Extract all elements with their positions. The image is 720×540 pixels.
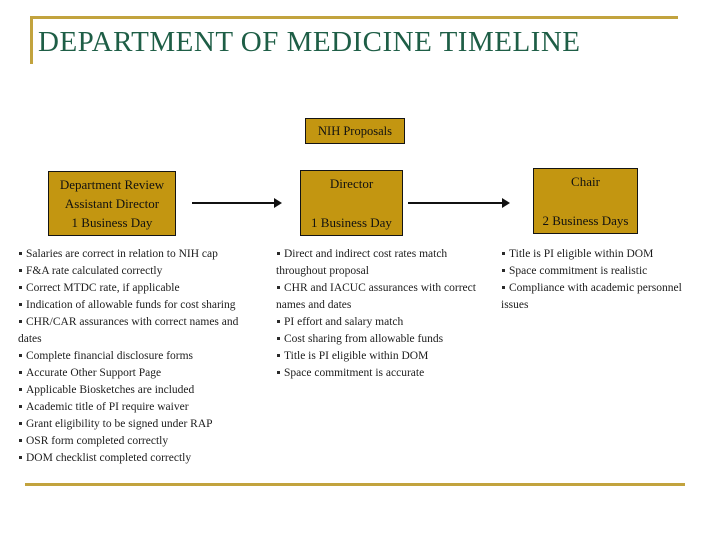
checklist-item: Space commitment is accurate bbox=[276, 365, 478, 382]
bullet-icon bbox=[277, 370, 280, 374]
checklist-item: Title is PI eligible within DOM bbox=[276, 348, 478, 365]
step-duration: 1 Business Day bbox=[71, 215, 153, 230]
flow-step-box-chair: Chair 2 Business Days bbox=[533, 168, 638, 234]
checklist-item: Academic title of PI require waiver bbox=[18, 399, 242, 416]
checklist-item-text: Correct MTDC rate, if applicable bbox=[26, 282, 180, 294]
checklist-item-text: Title is PI eligible within DOM bbox=[284, 350, 429, 362]
bullet-icon bbox=[19, 421, 22, 425]
checklist-item: F&A rate calculated correctly bbox=[18, 263, 242, 280]
bullet-icon bbox=[277, 319, 280, 323]
checklist-item-text: Complete financial disclosure forms bbox=[26, 350, 194, 362]
checklist-item: Cost sharing from allowable funds bbox=[276, 331, 478, 348]
bullet-icon bbox=[277, 285, 280, 289]
checklist-item: PI effort and salary match bbox=[276, 314, 478, 331]
checklist-chair: Title is PI eligible within DOM Space com… bbox=[501, 246, 693, 314]
flow-step-box-department-review: Department Review Assistant Director 1 B… bbox=[48, 171, 176, 236]
bullet-icon bbox=[19, 285, 22, 289]
checklist-item: Accurate Other Support Page bbox=[18, 365, 242, 382]
bullet-icon bbox=[277, 336, 280, 340]
checklist-item-text: Indication of allowable funds for cost s… bbox=[26, 299, 236, 311]
bullet-icon bbox=[502, 268, 505, 272]
checklist-item-text: Academic title of PI require waiver bbox=[26, 401, 189, 413]
checklist-item-text: Salaries are correct in relation to NIH … bbox=[26, 248, 218, 260]
checklist-item-text: Accurate Other Support Page bbox=[26, 367, 162, 379]
checklist-item-text: Space commitment is accurate bbox=[284, 367, 425, 379]
bullet-icon bbox=[19, 268, 22, 272]
checklist-item: Applicable Biosketches are included bbox=[18, 382, 242, 399]
bottom-rule bbox=[25, 483, 685, 486]
bullet-icon bbox=[277, 251, 280, 255]
checklist-item-text: Title is PI eligible within DOM bbox=[509, 248, 654, 260]
checklist-item: Complete financial disclosure forms bbox=[18, 348, 242, 365]
checklist-item-text: F&A rate calculated correctly bbox=[26, 265, 163, 277]
bullet-icon bbox=[19, 455, 22, 459]
flow-arrow-1 bbox=[192, 198, 282, 208]
checklist-item-text: OSR form completed correctly bbox=[26, 435, 169, 447]
flow-start-box: NIH Proposals bbox=[305, 118, 405, 144]
checklist-item: Space commitment is realistic bbox=[501, 263, 693, 280]
checklist-item: Salaries are correct in relation to NIH … bbox=[18, 246, 242, 263]
step-title: Chair bbox=[571, 174, 600, 189]
step-title: Director bbox=[329, 176, 374, 191]
bullet-icon bbox=[19, 353, 22, 357]
bullet-icon bbox=[19, 438, 22, 442]
checklist-item-text: Grant eligibility to be signed under RAP bbox=[26, 418, 213, 430]
bullet-icon bbox=[19, 404, 22, 408]
top-rule bbox=[30, 16, 678, 19]
step-subtitle: Assistant Director bbox=[64, 196, 160, 211]
checklist-item: Compliance with academic personnel issue… bbox=[501, 280, 693, 314]
bullet-icon bbox=[277, 353, 280, 357]
bullet-icon bbox=[502, 285, 505, 289]
checklist-item: OSR form completed correctly bbox=[18, 433, 242, 450]
checklist-item-text: Applicable Biosketches are included bbox=[26, 384, 195, 396]
bullet-icon bbox=[19, 387, 22, 391]
checklist-item: Correct MTDC rate, if applicable bbox=[18, 280, 242, 297]
checklist-item-text: Compliance with academic personnel issue… bbox=[501, 282, 682, 311]
step-duration: 1 Business Day bbox=[311, 215, 392, 230]
checklist-item: Title is PI eligible within DOM bbox=[501, 246, 693, 263]
page-title: DEPARTMENT OF MEDICINE TIMELINE bbox=[38, 26, 581, 58]
checklist-item: Grant eligibility to be signed under RAP bbox=[18, 416, 242, 433]
checklist-item-text: CHR/CAR assurances with correct names an… bbox=[18, 316, 239, 345]
checklist-item: CHR and IACUC assurances with correct na… bbox=[276, 280, 478, 314]
step-duration: 2 Business Days bbox=[542, 213, 629, 228]
checklist-item: Direct and indirect cost rates match thr… bbox=[276, 246, 478, 280]
bullet-icon bbox=[502, 251, 505, 255]
left-rule bbox=[30, 16, 33, 64]
bullet-icon bbox=[19, 319, 22, 323]
checklist-item-text: Space commitment is realistic bbox=[509, 265, 648, 277]
checklist-item-text: DOM checklist completed correctly bbox=[26, 452, 192, 464]
checklist-item-text: CHR and IACUC assurances with correct na… bbox=[276, 282, 476, 311]
flow-step-box-director: Director 1 Business Day bbox=[300, 170, 403, 236]
bullet-icon bbox=[19, 302, 22, 306]
checklist-item-text: Direct and indirect cost rates match thr… bbox=[276, 248, 448, 277]
checklist-item-text: Cost sharing from allowable funds bbox=[284, 333, 444, 345]
checklist-item: DOM checklist completed correctly bbox=[18, 450, 242, 467]
flow-start-label: NIH Proposals bbox=[318, 123, 392, 138]
checklist-item-text: PI effort and salary match bbox=[284, 316, 404, 328]
checklist-director: Direct and indirect cost rates match thr… bbox=[276, 246, 478, 382]
step-title: Department Review bbox=[59, 177, 165, 192]
checklist-item: CHR/CAR assurances with correct names an… bbox=[18, 314, 242, 348]
flow-arrow-2 bbox=[408, 198, 510, 208]
checklist-item: Indication of allowable funds for cost s… bbox=[18, 297, 242, 314]
bullet-icon bbox=[19, 370, 22, 374]
bullet-icon bbox=[19, 251, 22, 255]
checklist-department-review: Salaries are correct in relation to NIH … bbox=[18, 246, 242, 467]
